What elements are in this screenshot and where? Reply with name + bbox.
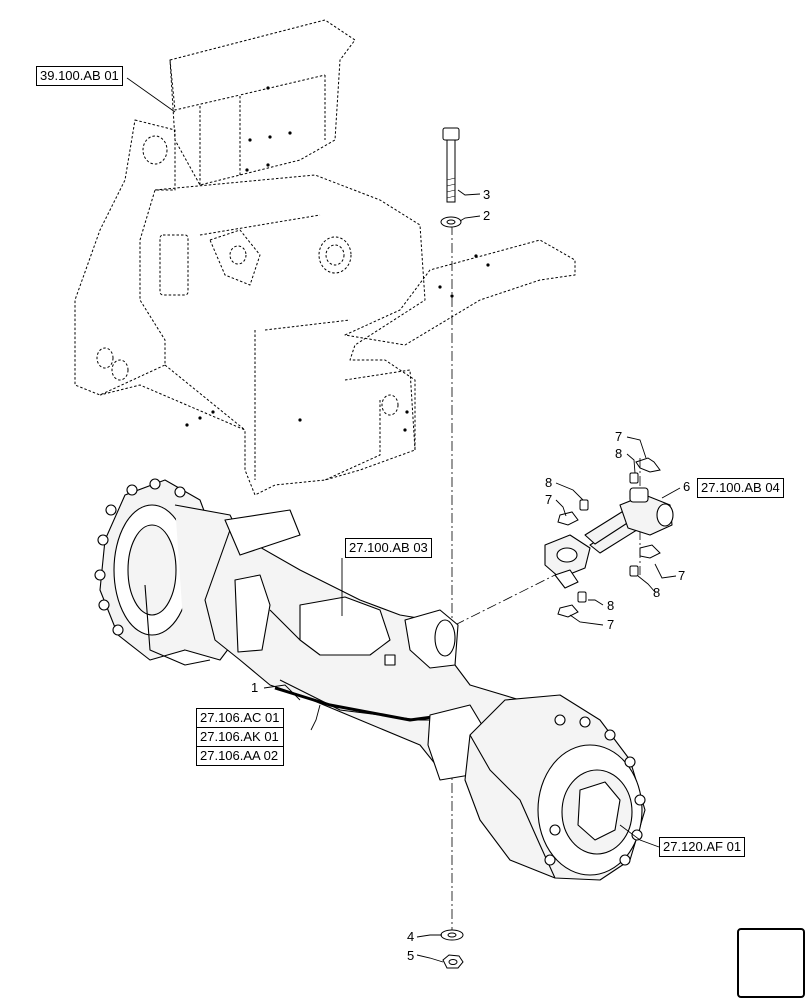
callout-7-bottom: 7	[607, 617, 615, 632]
callout-8-bottom: 8	[607, 598, 615, 613]
bearing-caps-and-clips	[557, 457, 661, 618]
callout-7-top: 7	[615, 429, 623, 444]
callout-8-top: 8	[615, 446, 623, 461]
callout-5: 5	[407, 948, 415, 963]
callout-7-left: 7	[545, 492, 553, 507]
next-page-button[interactable]	[737, 928, 805, 998]
callout-2: 2	[483, 208, 491, 223]
callout-6: 6	[683, 479, 691, 494]
ref-frame[interactable]: 39.100.AB 01	[36, 66, 123, 86]
upper-washer	[440, 216, 462, 228]
frame-holes	[185, 86, 490, 432]
callout-8-left: 8	[545, 475, 553, 490]
ref-axle-item-3[interactable]: 27.106.AA 02	[200, 748, 279, 763]
lower-washer	[440, 929, 464, 941]
axle-assembly	[94, 478, 646, 881]
callout-4: 4	[407, 929, 415, 944]
leader-lines	[126, 77, 681, 963]
ref-hub[interactable]: 27.120.AF 01	[659, 837, 746, 857]
ref-axle-list: 27.106.AC 01 27.106.AK 01 27.106.AA 02	[196, 708, 284, 766]
ref-axle-item-2[interactable]: 27.106.AK 01	[197, 728, 283, 747]
right-wheel-hub	[464, 694, 646, 881]
callout-8-right: 8	[653, 585, 661, 600]
left-hub-studs	[94, 478, 186, 636]
right-hub-studs	[544, 714, 646, 866]
callout-3: 3	[483, 187, 491, 202]
loader-frame-outline	[74, 19, 576, 496]
driveshaft	[544, 487, 674, 589]
lower-nut	[442, 954, 464, 969]
callout-1: 1	[251, 680, 259, 695]
ref-driveshaft[interactable]: 27.100.AB 04	[697, 478, 784, 498]
mounting-bolt	[442, 127, 460, 203]
ref-axle-item-1[interactable]: 27.106.AC 01	[197, 709, 283, 728]
callout-7-right: 7	[678, 568, 686, 583]
ref-axle-housing[interactable]: 27.100.AB 03	[345, 538, 432, 558]
